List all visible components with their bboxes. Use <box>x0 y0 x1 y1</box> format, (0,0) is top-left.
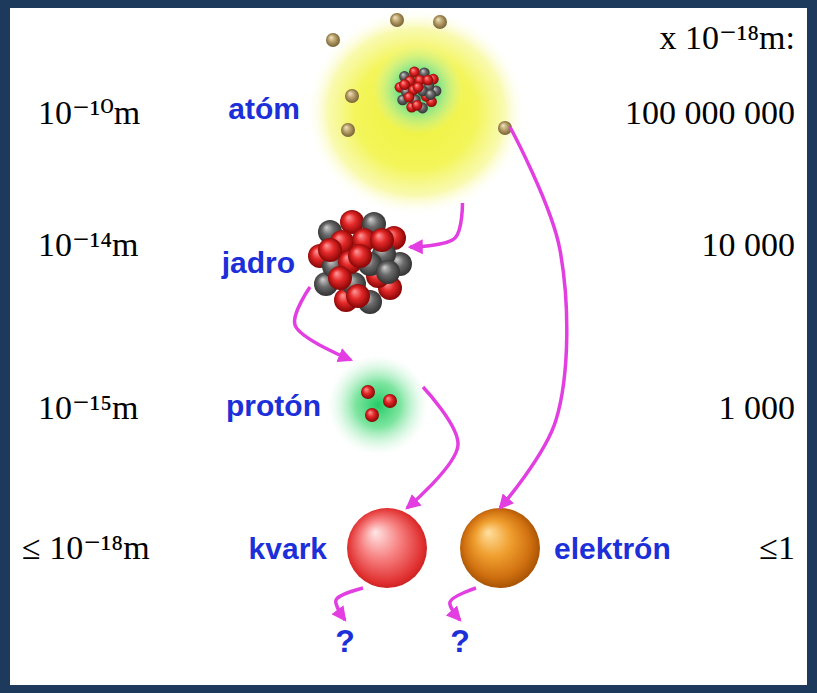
nucleus-glow <box>373 45 463 135</box>
electron-dot <box>390 13 404 27</box>
atom-node: atóm <box>320 13 510 203</box>
unknown-node: ? <box>332 620 358 659</box>
decay-arrow <box>336 588 363 620</box>
scale-value: 10 000 <box>702 226 796 263</box>
proton-node: protón <box>333 360 423 450</box>
electron-dot <box>326 33 340 47</box>
electron-dot <box>433 15 447 29</box>
panel <box>10 8 807 685</box>
electron-node: elektrón <box>460 508 540 588</box>
particle-label: atóm <box>228 92 300 125</box>
quark-figure <box>347 508 427 588</box>
quark-dot <box>383 394 397 408</box>
atom-figure <box>306 8 526 216</box>
quark-dot <box>361 385 375 399</box>
electron-dot <box>341 123 355 137</box>
nucleus-figure <box>308 210 412 314</box>
particle-label: elektrón <box>554 532 671 565</box>
scale-unit: x 10⁻¹⁸m: <box>660 19 795 56</box>
decay-arrow <box>407 387 458 508</box>
scale-value: 100 000 000 <box>625 94 795 131</box>
particle-label: kvark <box>249 532 327 565</box>
quark-node: kvark <box>347 508 427 588</box>
scale-value: 1 000 <box>719 389 796 426</box>
atom-glow <box>306 8 526 216</box>
quark-dot <box>365 408 379 422</box>
proton-figure <box>328 355 428 455</box>
scale-value: ≤1 <box>759 529 795 566</box>
proton-glow <box>328 355 428 455</box>
electron-dot <box>345 89 359 103</box>
size-value: ≤ 10⁻¹⁸m <box>22 529 150 566</box>
decay-arrow <box>410 203 463 247</box>
atom-nucleus <box>395 67 442 114</box>
unknown-node: ? <box>447 620 473 659</box>
size-value: 10⁻¹⁰m <box>38 94 140 131</box>
decay-arrow <box>295 287 351 360</box>
decay-arrow <box>500 127 567 508</box>
nucleus-node: jadro <box>310 212 410 312</box>
size-value: 10⁻¹⁴m <box>38 226 138 263</box>
particle-label: ? <box>335 624 355 659</box>
size-value: 10⁻¹⁵m <box>38 389 138 426</box>
particle-label: ? <box>450 624 470 659</box>
decay-arrow <box>450 588 476 620</box>
electron-figure <box>460 508 540 588</box>
particle-label: jadro <box>222 246 295 279</box>
particle-label: protón <box>226 389 321 422</box>
